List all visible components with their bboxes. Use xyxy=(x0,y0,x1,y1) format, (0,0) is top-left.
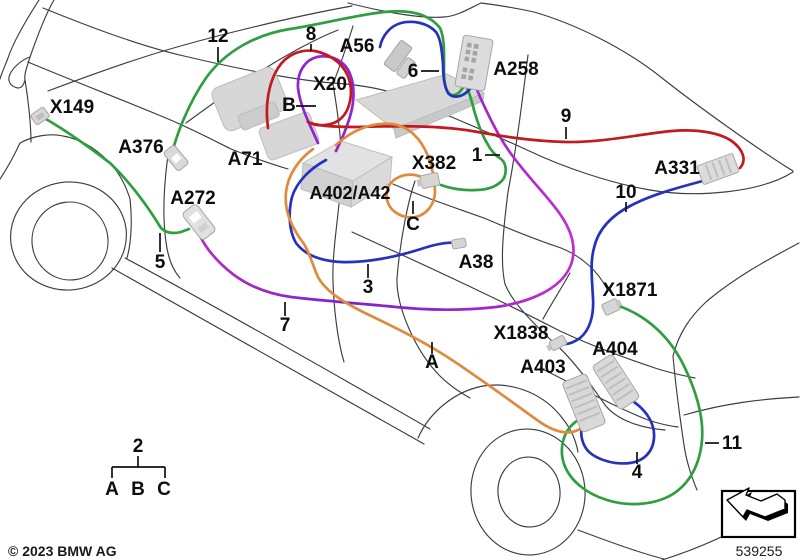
label-x1838: X1838 xyxy=(494,323,549,344)
label-5: 5 xyxy=(155,252,166,273)
connector-a403 xyxy=(562,373,606,433)
connector-a331 xyxy=(696,153,740,185)
console-seat-line xyxy=(392,183,608,290)
front-tire xyxy=(9,181,128,291)
sill-upper-line xyxy=(124,257,431,430)
label-a404: A404 xyxy=(592,339,638,360)
windshield-top-line xyxy=(47,5,353,92)
front-door-edge-line xyxy=(163,154,181,279)
cable-10-blue xyxy=(559,178,708,346)
legend-option-b: B xyxy=(131,479,145,500)
label-1: 1 xyxy=(472,145,483,166)
cable-7-violet xyxy=(198,88,575,311)
dash-module-shape xyxy=(211,66,288,132)
label-x149: X149 xyxy=(50,97,94,118)
windshield-base-line xyxy=(185,29,339,124)
label-x20: X20 xyxy=(313,74,347,95)
b-pillar-line xyxy=(332,83,345,363)
instrument-cluster-shape xyxy=(258,111,320,161)
b-pillar-upper-line xyxy=(332,25,354,85)
rear-wheel-arch xyxy=(417,384,579,453)
connector-x1871 xyxy=(601,298,623,316)
legend-option-c: C xyxy=(157,479,171,500)
connector-a376 xyxy=(163,145,189,171)
rear-floor-line xyxy=(539,367,679,428)
cable-8-9-red xyxy=(265,49,745,170)
label-12: 12 xyxy=(207,26,228,47)
cable-6-blue xyxy=(378,20,476,98)
label-x1871: X1871 xyxy=(603,280,658,301)
label-8: 8 xyxy=(306,24,317,45)
front-valance-line xyxy=(0,142,21,180)
label-6: 6 xyxy=(408,61,419,82)
label-a403: A403 xyxy=(520,357,565,378)
label-b: B xyxy=(282,95,296,116)
label-a38: A38 xyxy=(459,252,494,273)
label-10: 10 xyxy=(615,182,636,203)
cable-harness xyxy=(42,9,745,506)
doc-number: 539255 xyxy=(736,543,783,559)
legend-option-a: A xyxy=(105,479,119,500)
seat-outline-line xyxy=(396,180,471,399)
label-a56: A56 xyxy=(340,36,375,57)
connectors xyxy=(30,34,740,433)
label-c: C xyxy=(406,214,420,235)
label-9: 9 xyxy=(561,106,572,127)
legend-group-number: 2 xyxy=(133,436,144,457)
a-pillar-inner-line xyxy=(24,0,55,143)
mirror-outline xyxy=(8,56,31,89)
label-a402-a42: A402/A42 xyxy=(309,183,390,203)
label-a376: A376 xyxy=(118,137,163,158)
front-rim xyxy=(31,201,109,281)
connector-a56 xyxy=(383,40,416,79)
direction-arrow-box xyxy=(720,487,797,539)
connector-x382 xyxy=(416,172,441,189)
direction-arrow-icon xyxy=(726,487,786,518)
connector-a258 xyxy=(454,34,494,92)
cable-11-green xyxy=(560,304,704,506)
front-wheel-arch xyxy=(19,134,132,259)
floor-diagonal-line xyxy=(351,231,696,379)
label-a331: A331 xyxy=(654,158,700,179)
label-a272: A272 xyxy=(170,188,215,209)
rear-tire xyxy=(470,428,586,556)
connector-a272 xyxy=(182,204,216,240)
roofline xyxy=(347,2,794,172)
dashboard-modules xyxy=(211,66,486,208)
label-11: 11 xyxy=(722,433,743,454)
label-x382: X382 xyxy=(412,153,456,174)
connector-a38 xyxy=(451,237,467,250)
label-4: 4 xyxy=(632,462,643,483)
leader-lines xyxy=(159,44,719,464)
cable-a-orange xyxy=(284,147,590,434)
cable-5-green xyxy=(42,116,191,235)
rear-rim xyxy=(497,456,561,528)
sill-lower-line xyxy=(111,267,425,445)
rear-bumper-line xyxy=(672,242,800,491)
copyright-text: © 2023 BMW AG xyxy=(8,543,117,559)
sill-rear-line xyxy=(577,529,665,560)
label-a: A xyxy=(425,352,439,373)
label-3: 3 xyxy=(363,277,374,298)
label-a71: A71 xyxy=(228,149,263,170)
legend: 2 A B C xyxy=(105,436,171,500)
seat-back-line xyxy=(542,272,571,320)
connector-x1838 xyxy=(545,335,568,352)
rear-quarter-crease-line xyxy=(683,396,800,416)
label-7: 7 xyxy=(280,315,291,336)
label-a258: A258 xyxy=(493,59,538,80)
labels: X149 A376 A272 A71 A402/A42 X20 B A56 A2… xyxy=(50,24,743,483)
footer: © 2023 BMW AG 539255 xyxy=(8,487,797,559)
legend-bracket xyxy=(111,456,166,478)
cable-3-blue xyxy=(288,158,459,264)
connector-a404 xyxy=(592,354,640,410)
cable-c-orange xyxy=(334,122,437,219)
a-pillar-outer-line xyxy=(0,0,40,80)
connector-x149 xyxy=(30,106,50,126)
